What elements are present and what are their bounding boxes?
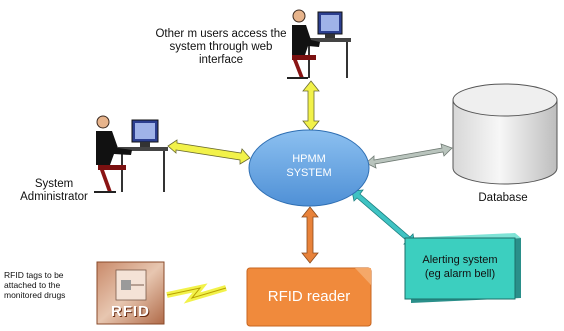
administrator-label-line2: Administrator bbox=[20, 191, 88, 203]
hub-label: HPMM SYSTEM bbox=[259, 152, 359, 180]
web-users-figure bbox=[287, 9, 351, 79]
rfid-card-logo: RFID bbox=[111, 303, 150, 320]
alerting-system-box bbox=[404, 233, 521, 303]
rfid-tags-label-line1: RFID tags to be bbox=[4, 270, 64, 280]
hpmm-system-node bbox=[248, 129, 370, 207]
arrow-reader-hub bbox=[301, 206, 319, 264]
alerting-system-label-line2: (eg alarm bell) bbox=[424, 268, 496, 280]
database-icon bbox=[452, 83, 558, 185]
administrator-label-line1: System bbox=[34, 178, 74, 190]
hub-label-line2: SYSTEM bbox=[286, 167, 332, 179]
administrator-label: System Administrator bbox=[14, 178, 94, 204]
web-users-label-line3: interface bbox=[198, 54, 244, 66]
hub-label-line1: HPMM bbox=[292, 153, 326, 165]
wireless-link bbox=[166, 283, 227, 304]
arrow-users-hub bbox=[302, 80, 320, 132]
arrow-alerting-hub bbox=[351, 189, 416, 246]
rfid-tags-label-line3: monitored drugs bbox=[4, 290, 66, 300]
alerting-system-label: Alerting system (eg alarm bell) bbox=[405, 253, 515, 281]
rfid-reader-box bbox=[246, 267, 372, 327]
web-users-label-line1: Other m users access the bbox=[155, 28, 287, 40]
rfid-tags-label: RFID tags to be attached to the monitore… bbox=[4, 270, 94, 300]
arrow-admin-hub bbox=[167, 139, 251, 165]
rfid-tags-label-line2: attached to the bbox=[4, 280, 61, 290]
database-label: Database bbox=[478, 192, 528, 204]
web-users-label-line2: system through web bbox=[169, 41, 273, 53]
rfid-tag-card bbox=[96, 261, 165, 325]
alerting-system-label-line1: Alerting system bbox=[422, 254, 498, 266]
arrow-database-hub bbox=[365, 143, 453, 169]
rfid-reader-label: RFID reader bbox=[267, 288, 351, 305]
web-users-label: Other m users access the system through … bbox=[148, 28, 294, 67]
administrator-figure bbox=[94, 115, 168, 193]
